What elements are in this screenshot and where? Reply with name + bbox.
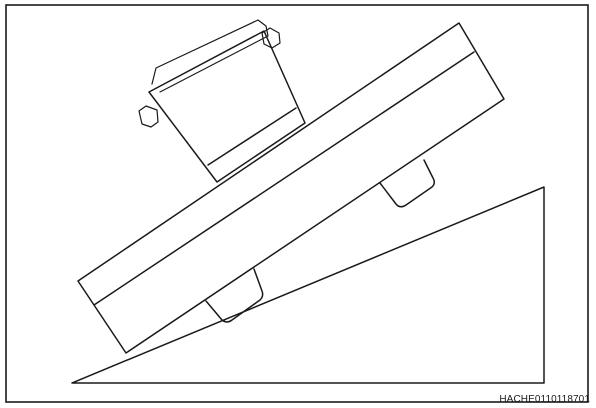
figure-border <box>5 4 589 403</box>
component-left-tab <box>138 105 159 128</box>
ramp <box>71 186 545 384</box>
lower-foot-outline <box>205 268 264 323</box>
lower-support-foot <box>205 268 264 323</box>
mounted-component <box>138 19 306 183</box>
ramp-wedge <box>71 186 545 384</box>
component-body <box>148 30 306 183</box>
tilted-body <box>77 22 505 354</box>
body-outline <box>77 22 505 354</box>
body-divider-line <box>93 51 475 306</box>
upper-support-foot <box>379 159 436 208</box>
upper-foot-outline <box>379 159 436 208</box>
component-cap <box>151 19 269 93</box>
figure-code-label: HACHE0110118701 <box>499 394 590 405</box>
component-right-tab <box>261 27 281 49</box>
component-band-line <box>207 107 297 166</box>
